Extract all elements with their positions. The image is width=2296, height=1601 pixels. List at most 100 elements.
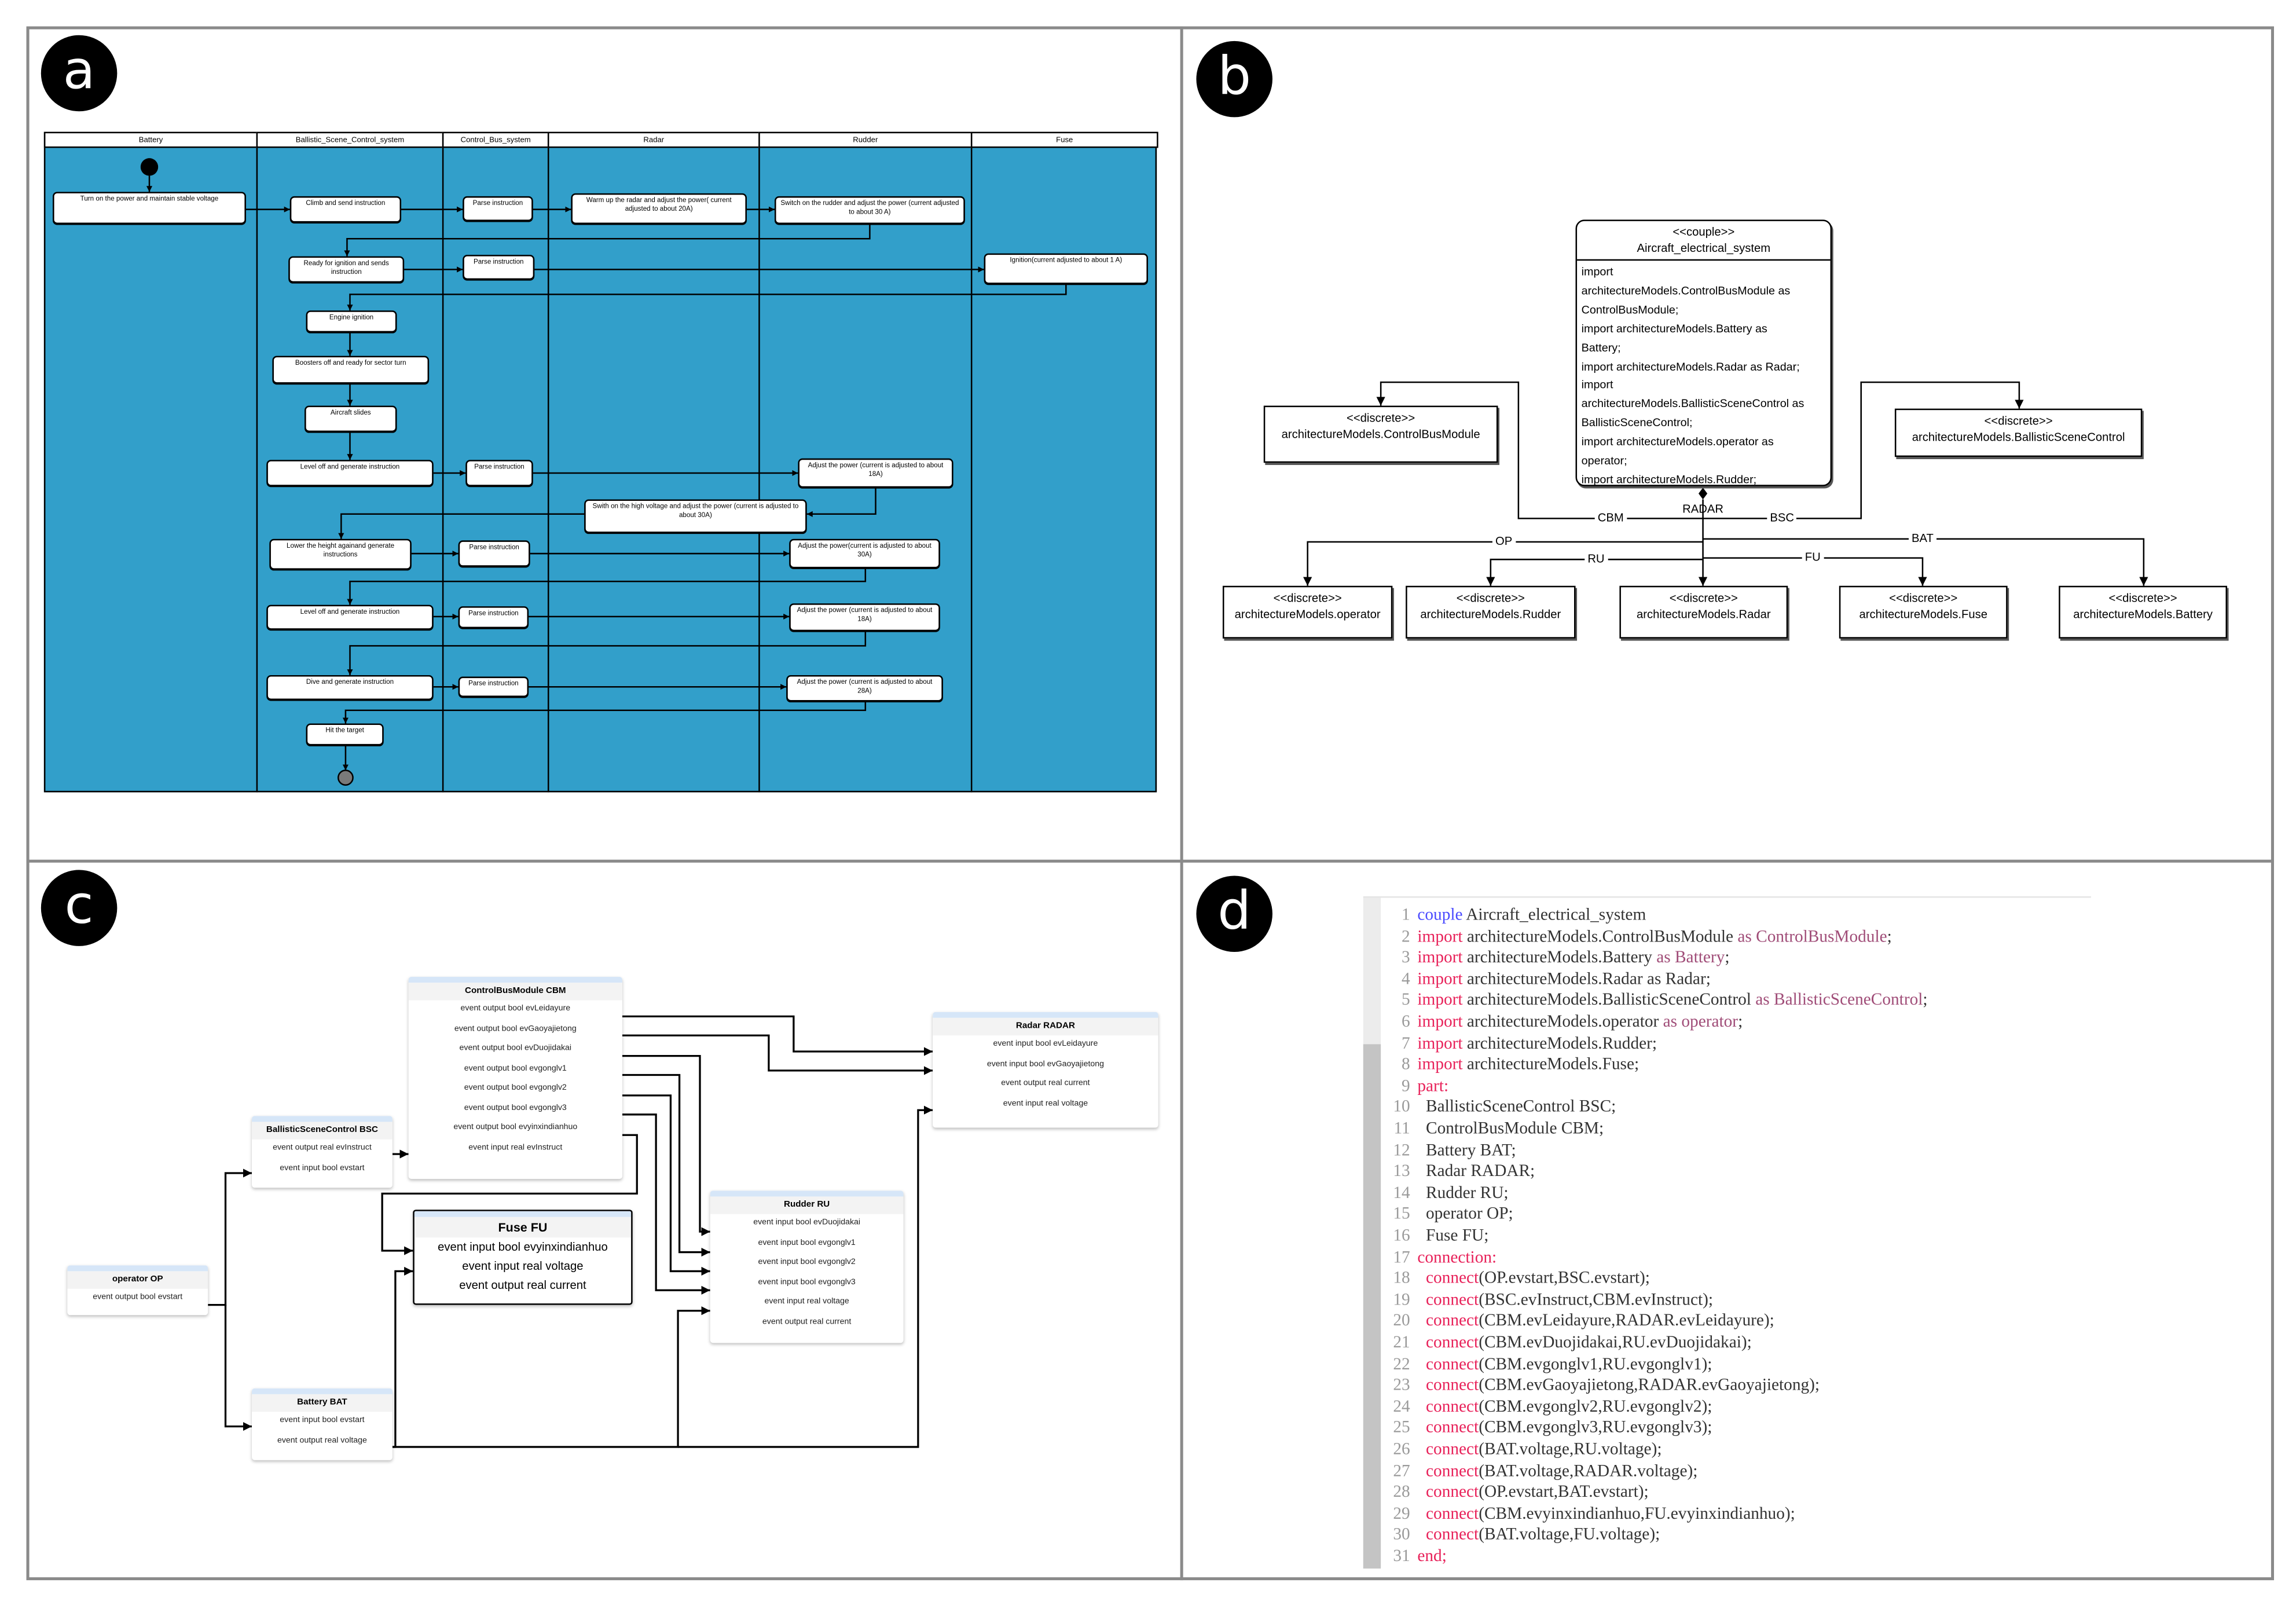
code-token (1417, 1290, 1426, 1309)
role-label: BAT (1908, 532, 1936, 545)
port: event output real current (459, 1278, 586, 1292)
code-token: Aircraft_electrical_system (1462, 905, 1646, 924)
code-token (1417, 1397, 1426, 1416)
line-number: 27 (1393, 1461, 1410, 1481)
editor-scrollbar[interactable] (1363, 1044, 1381, 1569)
line-number: 28 (1393, 1482, 1410, 1502)
port: event output bool evstart (93, 1293, 183, 1302)
code-token: connect (1426, 1461, 1479, 1481)
code-line: 19 connect(BSC.evInstruct,CBM.evInstruct… (1384, 1290, 1713, 1311)
role-label: RADAR (1682, 502, 1724, 516)
code-token: Radar RADAR; (1417, 1162, 1535, 1181)
port: event output real current (762, 1317, 852, 1327)
block-header-bar (408, 977, 622, 983)
code-token (1417, 1461, 1426, 1480)
stereotype: <<discrete>> (1984, 414, 2053, 428)
line-number: 7 (1402, 1033, 1410, 1053)
port: event output real evInstruct (273, 1144, 372, 1153)
code-token: architectureModels.operator (1462, 1012, 1663, 1031)
code-token: as Battery (1656, 947, 1725, 967)
code-token: connect (1426, 1311, 1479, 1331)
import-line: import architectureModels.operator as (1581, 435, 1774, 449)
code-token: architectureModels.BallisticSceneControl (1462, 990, 1756, 1010)
code-token (1417, 1439, 1426, 1459)
code-token: architectureModels.ControlBusModule (1462, 926, 1738, 946)
action-node: Adjust the power(current is adjusted to … (789, 538, 940, 569)
code-token (1417, 1418, 1426, 1437)
event-connection (622, 1094, 710, 1276)
stereotype: <<discrete>> (1273, 591, 1342, 605)
role-label: RU (1585, 552, 1608, 566)
line-number: 31 (1393, 1546, 1410, 1566)
code-token: as operator (1663, 1012, 1738, 1031)
code-token: architectureModels.Radar as Radar; (1462, 969, 1711, 988)
import-line: BallisticSceneControl; (1581, 416, 1693, 430)
action-node: Parse instruction (463, 255, 535, 280)
class-name: architectureModels.Rudder (1420, 607, 1561, 621)
code-token (1417, 1333, 1426, 1352)
line-number: 14 (1393, 1183, 1410, 1203)
line-number: 10 (1393, 1097, 1410, 1117)
swimlane-header: Rudder (758, 131, 973, 148)
couple-class-aircraft-electrical-system: <<couple>> Aircraft_electrical_system im… (1575, 219, 1832, 486)
code-line: 30 connect(BAT.voltage,FU.voltage); (1384, 1525, 1660, 1547)
figure-frame (26, 26, 2275, 1581)
code-line: 25 connect(CBM.evgonglv3,RU.evgonglv3); (1384, 1418, 1712, 1439)
panel-label-c: c (41, 870, 118, 946)
event-connection (622, 1074, 710, 1257)
code-line: 27 connect(BAT.voltage,RADAR.voltage); (1384, 1461, 1697, 1482)
discrete-class: <<discrete>>architectureModels.Rudder (1406, 585, 1576, 639)
panel-label-b: b (1196, 41, 1272, 118)
code-line: 23 connect(CBM.evGaoyajietong,RADAR.evGa… (1384, 1375, 1820, 1397)
control-flow-arrow (344, 224, 871, 257)
stereotype: <<discrete>> (1889, 591, 1958, 605)
port: event input bool evstart (280, 1163, 365, 1173)
role-label: BSC (1767, 511, 1798, 525)
code-token: (BAT.voltage,FU.voltage); (1479, 1525, 1660, 1544)
discrete-class: <<discrete>>architectureModels.Radar (1619, 585, 1788, 639)
port: event output bool evgonglv2 (464, 1083, 567, 1093)
code-token: connect (1426, 1397, 1479, 1416)
code-token: (CBM.evgonglv2,RU.evgonglv2); (1479, 1397, 1712, 1416)
import-line: import architectureModels.Rudder; (1581, 472, 1757, 486)
code-token (1417, 1311, 1426, 1331)
line-number: 19 (1393, 1289, 1410, 1309)
stereotype: <<discrete>> (1347, 411, 1415, 425)
line-number: 12 (1393, 1140, 1410, 1160)
code-token: import (1417, 1033, 1463, 1053)
class-name: architectureModels.operator (1234, 607, 1381, 621)
action-node: Level off and generate instruction (266, 460, 434, 486)
code-token: (BAT.voltage,RU.voltage); (1479, 1439, 1662, 1459)
composition-diamond-icon (1698, 488, 1708, 500)
code-token: connect (1426, 1375, 1479, 1395)
action-node: Parse instruction (463, 196, 533, 221)
event-connection (381, 1134, 638, 1255)
code-token: (CBM.evgonglv3,RU.evgonglv3); (1479, 1418, 1712, 1438)
line-number: 17 (1393, 1247, 1410, 1266)
swimlane-header: Ballistic_Scene_Control_system (256, 131, 444, 148)
port: event input bool evLeidayure (993, 1039, 1098, 1049)
code-token: BallisticSceneControl BSC; (1417, 1097, 1616, 1117)
import-line: import (1581, 265, 1613, 279)
port: event output bool evGaoyajietong (454, 1024, 577, 1034)
action-node: Swith on the high voltage and adjust the… (584, 499, 807, 533)
line-number: 26 (1393, 1439, 1410, 1459)
code-token (1417, 1482, 1426, 1501)
control-flow-arrow (347, 631, 867, 676)
block-title: Battery BAT (252, 1394, 393, 1412)
action-node: Switch on the rudder and adjust the powe… (774, 196, 965, 224)
code-token: ControlBusModule CBM; (1417, 1119, 1604, 1138)
code-token (1417, 1375, 1426, 1394)
code-token: (OP.evstart,BSC.evstart); (1479, 1268, 1650, 1288)
line-number: 4 (1402, 969, 1410, 988)
port: event output bool evgonglv3 (464, 1103, 567, 1113)
action-node: Engine ignition (306, 310, 397, 333)
port: event input real voltage (462, 1259, 584, 1273)
